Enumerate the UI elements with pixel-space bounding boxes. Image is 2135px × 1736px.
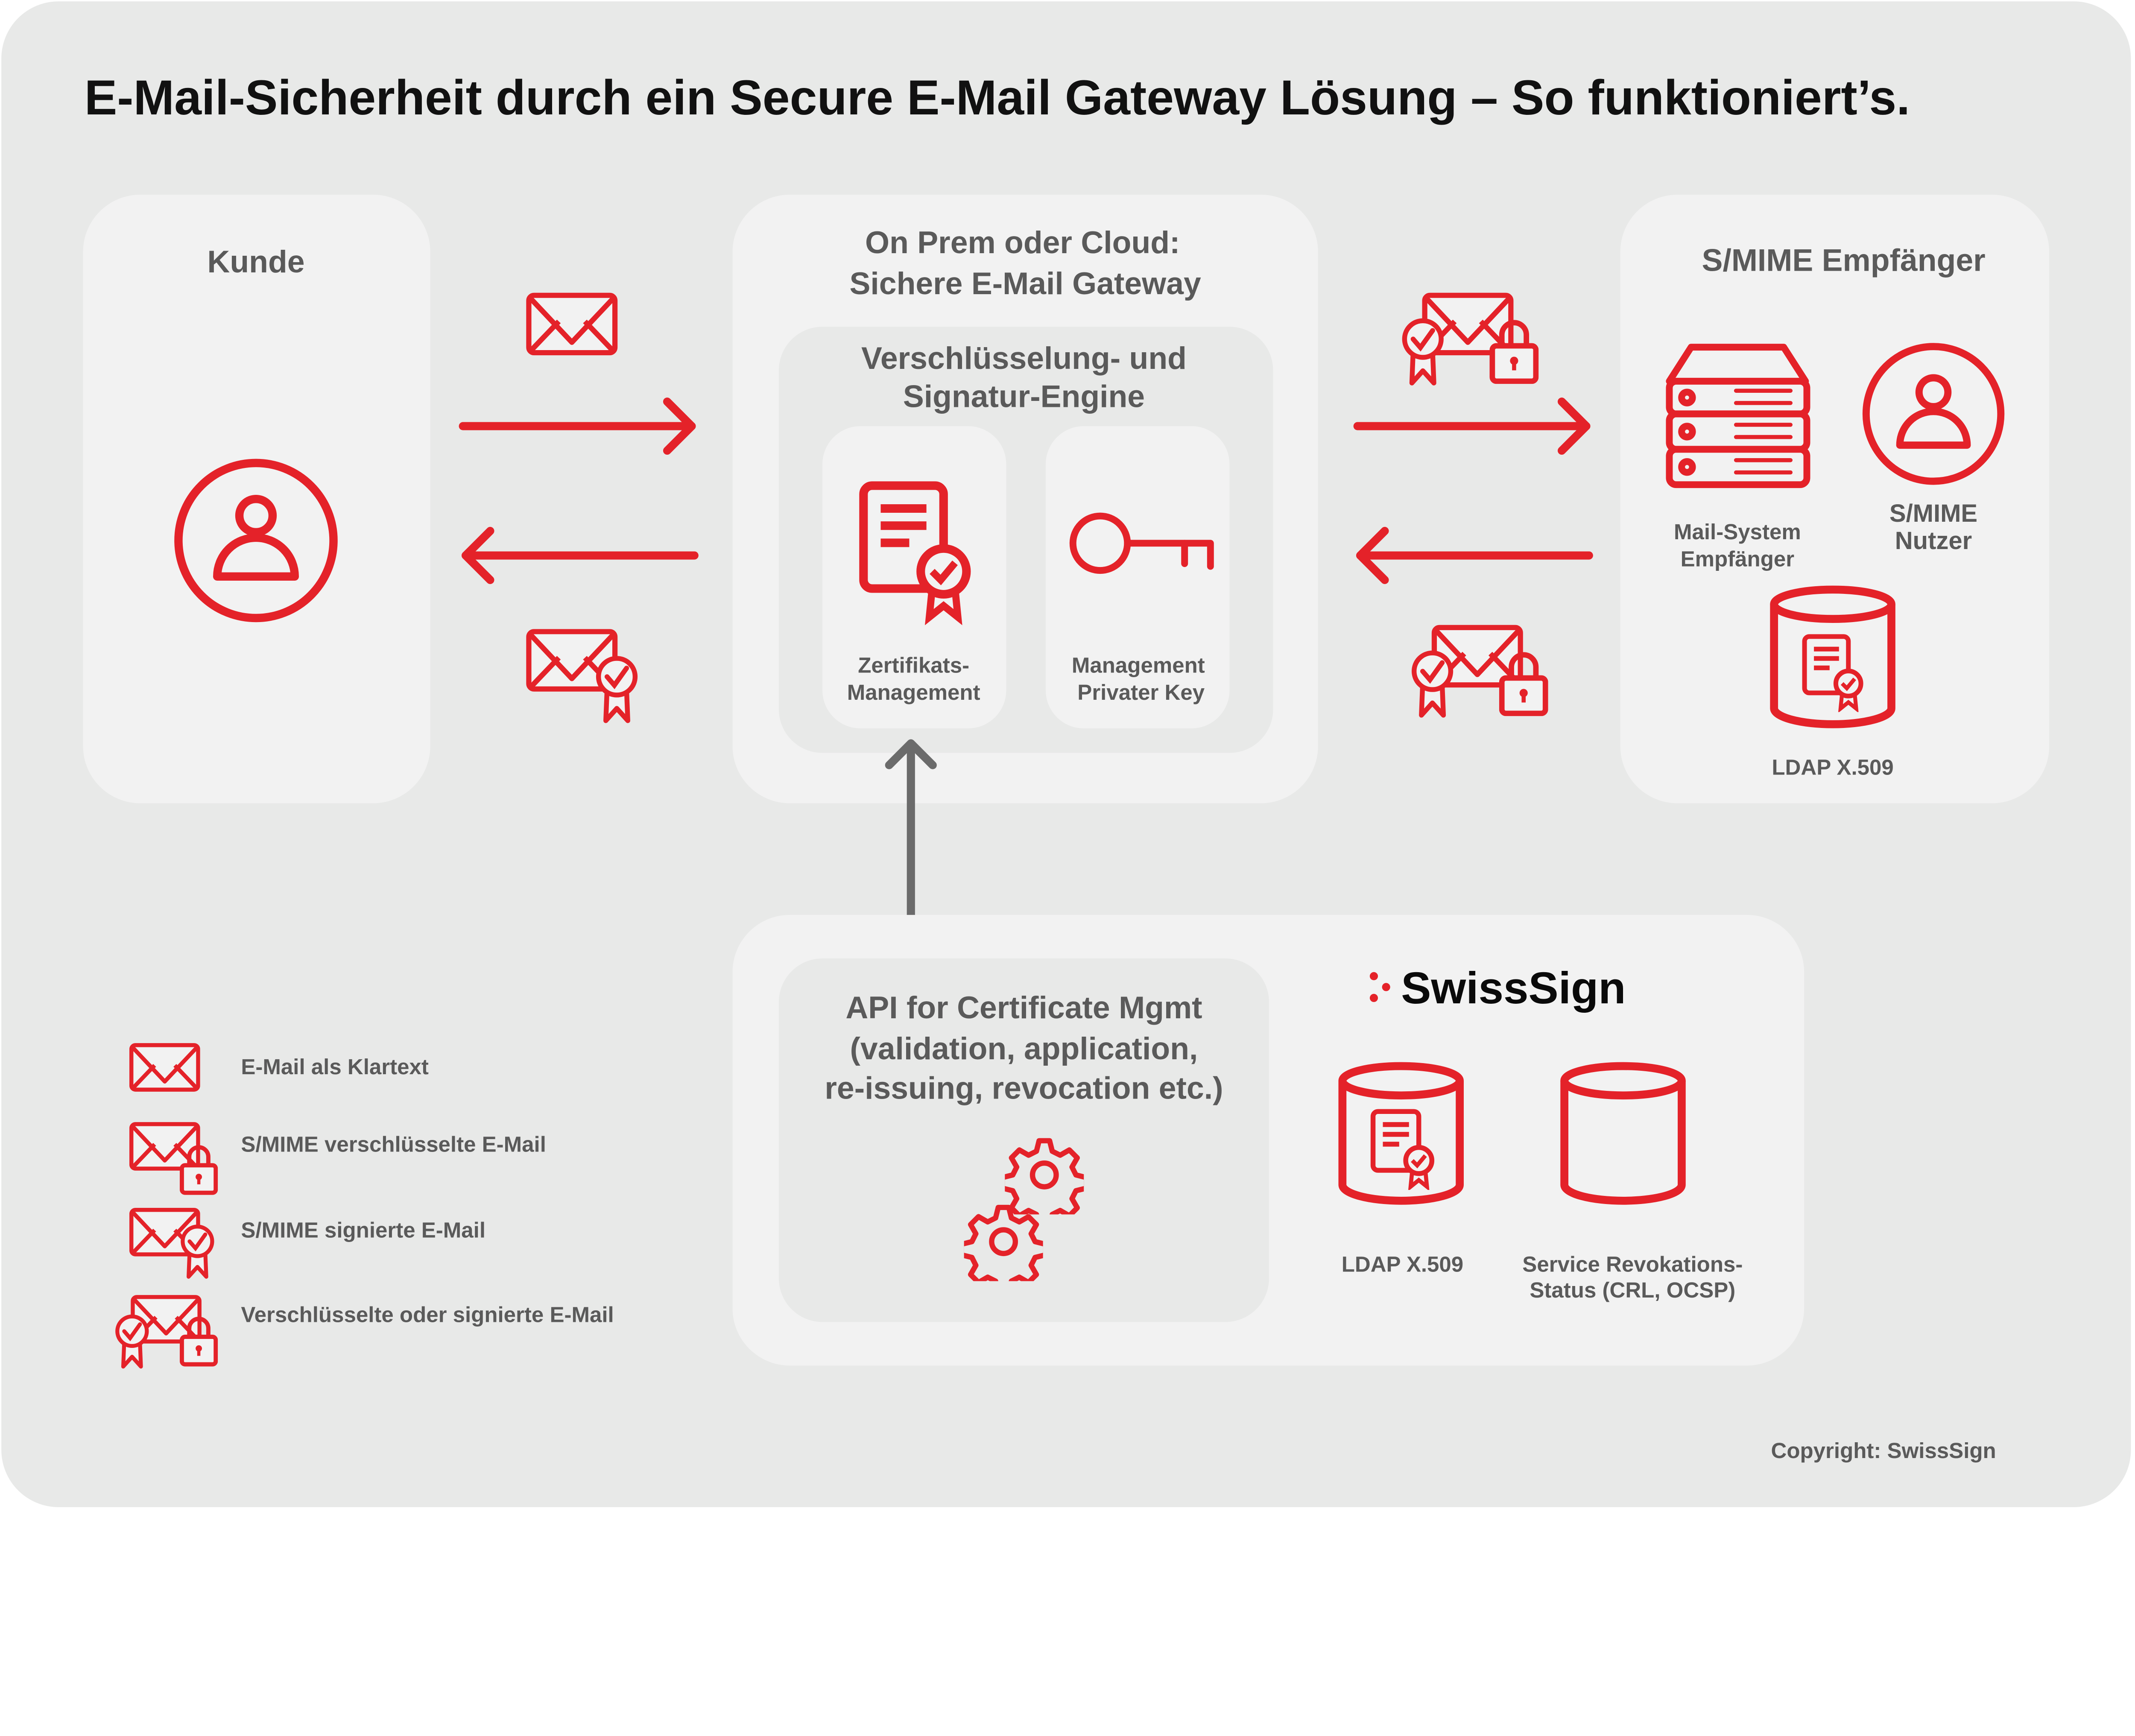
legend-label: Verschlüsselte oder signierte E-Mail [241, 1302, 614, 1327]
diagram-stage: E-Mail-Sicherheit durch ein Secure E-Mai… [1, 1, 2131, 1507]
gateway-title-2: Sichere E-Mail Gateway [850, 266, 1201, 301]
legend-label: S/MIME signierte E-Mail [241, 1218, 485, 1242]
server-icon [1666, 344, 1810, 488]
mail-system-label-1: Mail-System [1674, 520, 1801, 544]
api-title-2: (validation, application, [850, 1031, 1198, 1066]
cert-card-label-1: Zertifikats- [858, 653, 969, 677]
private-key-card: Management Privater Key [1045, 426, 1230, 728]
envelope-icon [529, 295, 615, 353]
swisssign-logo-text: SwissSign [1401, 963, 1626, 1013]
legend-item: S/MIME signierte E-Mail [132, 1210, 485, 1277]
recipient-title: S/MIME Empfänger [1702, 243, 1986, 278]
arrow-right-icon [459, 397, 696, 455]
legend-label: E-Mail als Klartext [241, 1055, 428, 1079]
revocation-label-1: Service Revokations- [1522, 1252, 1743, 1276]
arrow-right-icon [1353, 397, 1591, 455]
api-title-1: API for Certificate Mgmt [845, 990, 1202, 1025]
swisssign-ldap-label: LDAP X.509 [1342, 1252, 1463, 1276]
envelope-icon [132, 1045, 198, 1090]
engine-title-1: Verschlüsselung- und [861, 341, 1187, 376]
legend-item: S/MIME verschlüsselte E-Mail [132, 1124, 546, 1193]
legend: E-Mail als Klartext S/MIME verschlüsselt… [117, 1045, 614, 1367]
swisssign-logo: SwissSign [1369, 963, 1626, 1013]
arrow-left-icon [1356, 527, 1593, 584]
api-title-3: re-issuing, revocation etc.) [825, 1070, 1223, 1105]
arrow-left-icon [461, 527, 699, 584]
mail-system-label-2: Empfänger [1681, 547, 1795, 571]
diagram: E-Mail-Sicherheit durch ein Secure E-Mai… [1, 1, 2131, 1507]
smime-user-label-2: Nutzer [1895, 526, 1972, 555]
certificate-management-card: Zertifikats- Management [822, 426, 1006, 728]
customer-panel: Kunde [83, 194, 430, 804]
legend-item: E-Mail als Klartext [132, 1045, 429, 1090]
legend-item: Verschlüsselte oder signierte E-Mail [117, 1297, 614, 1367]
cert-card-label-2: Management [847, 680, 980, 704]
legend-label: S/MIME verschlüsselte E-Mail [241, 1132, 546, 1157]
gateway-panel: On Prem oder Cloud: Sichere E-Mail Gatew… [732, 194, 1318, 804]
key-card-label-2: Privater Key [1077, 680, 1205, 704]
api-panel: API for Certificate Mgmt (validation, ap… [732, 915, 1805, 1366]
gateway-title-1: On Prem oder Cloud: [865, 225, 1180, 260]
copyright: Copyright: SwissSign [1771, 1438, 1996, 1463]
customer-label: Kunde [207, 244, 304, 279]
key-card-label-1: Management [1072, 653, 1205, 677]
key-icon [1069, 512, 1214, 574]
engine-title-2: Signatur-Engine [903, 379, 1145, 414]
recipient-panel: S/MIME Empfänger Mail-System Empfänger L… [1620, 194, 2050, 804]
page-title: E-Mail-Sicherheit durch ein Secure E-Mai… [85, 70, 1910, 125]
recipient-ldap-label: LDAP X.509 [1772, 755, 1893, 779]
smime-user-label-1: S/MIME [1889, 500, 1978, 528]
revocation-label-2: Status (CRL, OCSP) [1530, 1278, 1735, 1302]
